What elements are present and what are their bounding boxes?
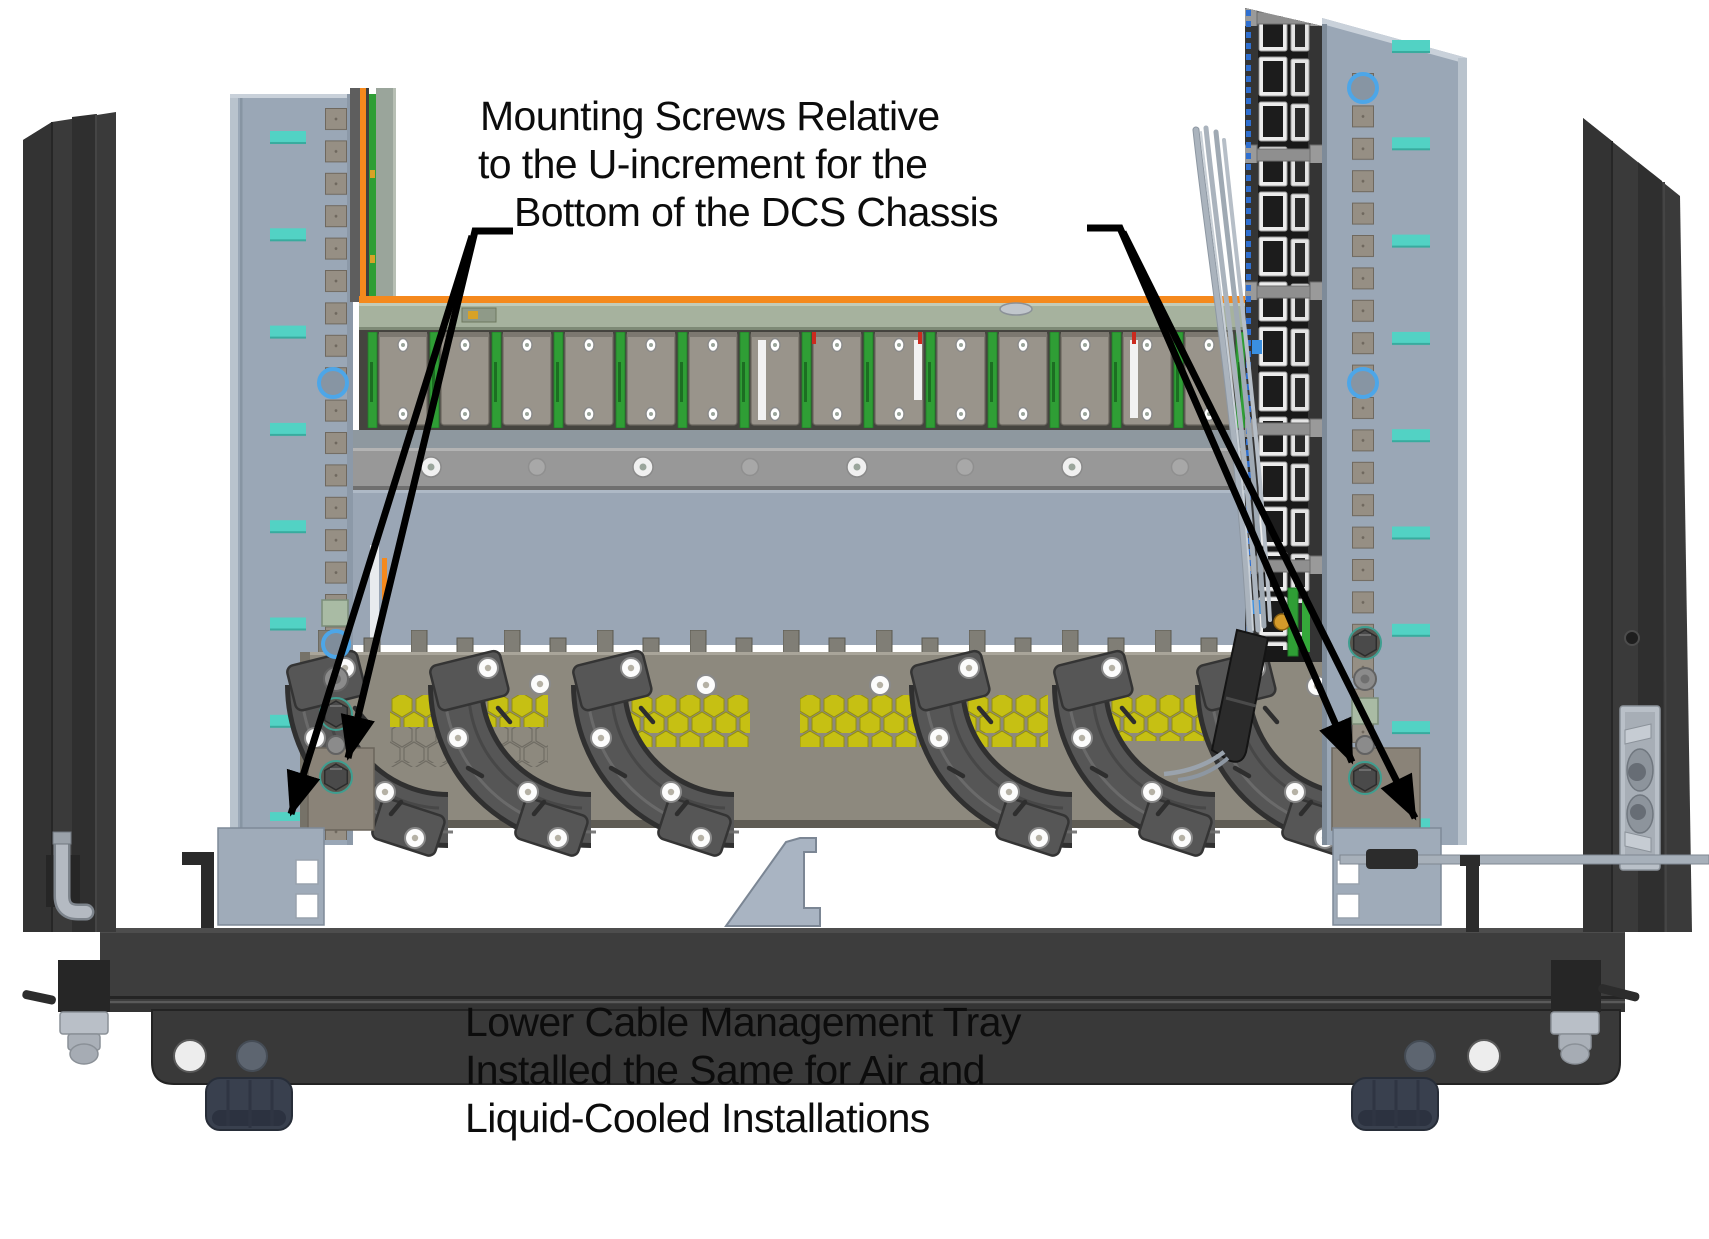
callout-top-line-3: Bottom of the DCS Chassis <box>514 189 999 235</box>
center-support-bracket <box>724 837 821 927</box>
dcs-modules <box>366 332 1246 428</box>
left-frame-post <box>22 112 116 1065</box>
callout-arrows <box>286 224 1419 821</box>
rack-base <box>100 928 1625 1085</box>
caster-right <box>1351 1077 1439 1131</box>
callout-top-line-1: Mounting Screws Relative <box>480 93 940 139</box>
red-keying-mark <box>812 332 816 344</box>
base-corner-bracket <box>58 960 110 1012</box>
rail-hole-highlight-ring <box>317 367 349 399</box>
mounting-screw <box>1348 761 1382 795</box>
arrow-left-screw <box>340 227 513 761</box>
leveling-foot <box>1550 1011 1600 1035</box>
right-cartridge-column <box>1245 8 1322 662</box>
arrow-right-screw <box>1087 224 1356 765</box>
caster-left <box>205 1077 293 1131</box>
callout-bottom-line-3: Liquid-Cooled Installations <box>465 1095 930 1141</box>
beam-rivet <box>999 302 1033 316</box>
u-increment-markers-right <box>1392 40 1430 835</box>
chassis-mid-panel <box>353 490 1248 645</box>
base-hole <box>1467 1039 1501 1073</box>
callout-bottom-line-1: Lower Cable Management Tray <box>465 999 1021 1045</box>
base-corner-bracket <box>1551 960 1601 1012</box>
right-rack-rail <box>1322 18 1467 845</box>
band-screws <box>420 456 1190 478</box>
right-rail-bottom-bracket <box>1332 827 1442 926</box>
leveling-foot <box>59 1011 109 1035</box>
base-hole <box>1404 1040 1436 1072</box>
rail-hole-highlight-ring <box>1347 367 1379 399</box>
cable-sheath <box>1163 628 1270 782</box>
module-row <box>359 330 1248 430</box>
orange-busbar <box>359 296 1248 303</box>
callout-bottom-line-2: Installed the Same for Air and <box>465 1047 985 1093</box>
chassis-screw-band <box>353 430 1248 490</box>
base-hole <box>173 1039 207 1073</box>
tray-standoff-bolts <box>318 630 1242 656</box>
mounting-screw <box>1348 626 1382 660</box>
red-keying-mark <box>918 332 922 344</box>
left-rail-bottom-bracket <box>182 827 325 930</box>
right-frame-post <box>1550 118 1692 1065</box>
chassis-top-beam <box>359 296 1248 332</box>
arrow-right-u-mark <box>1119 230 1419 821</box>
arrow-left-u-mark <box>286 234 476 817</box>
callout-top-line-2: to the U-increment for the <box>478 141 928 187</box>
post-hole <box>1624 630 1640 646</box>
red-keying-mark <box>1132 332 1136 344</box>
stabilizer-rod <box>1339 849 1709 932</box>
rail-hole-highlight-ring <box>1347 72 1379 104</box>
mounting-screw <box>319 760 353 794</box>
base-hole <box>236 1040 268 1072</box>
base-flange <box>151 1009 1621 1085</box>
chassis-left-edge <box>350 88 396 302</box>
